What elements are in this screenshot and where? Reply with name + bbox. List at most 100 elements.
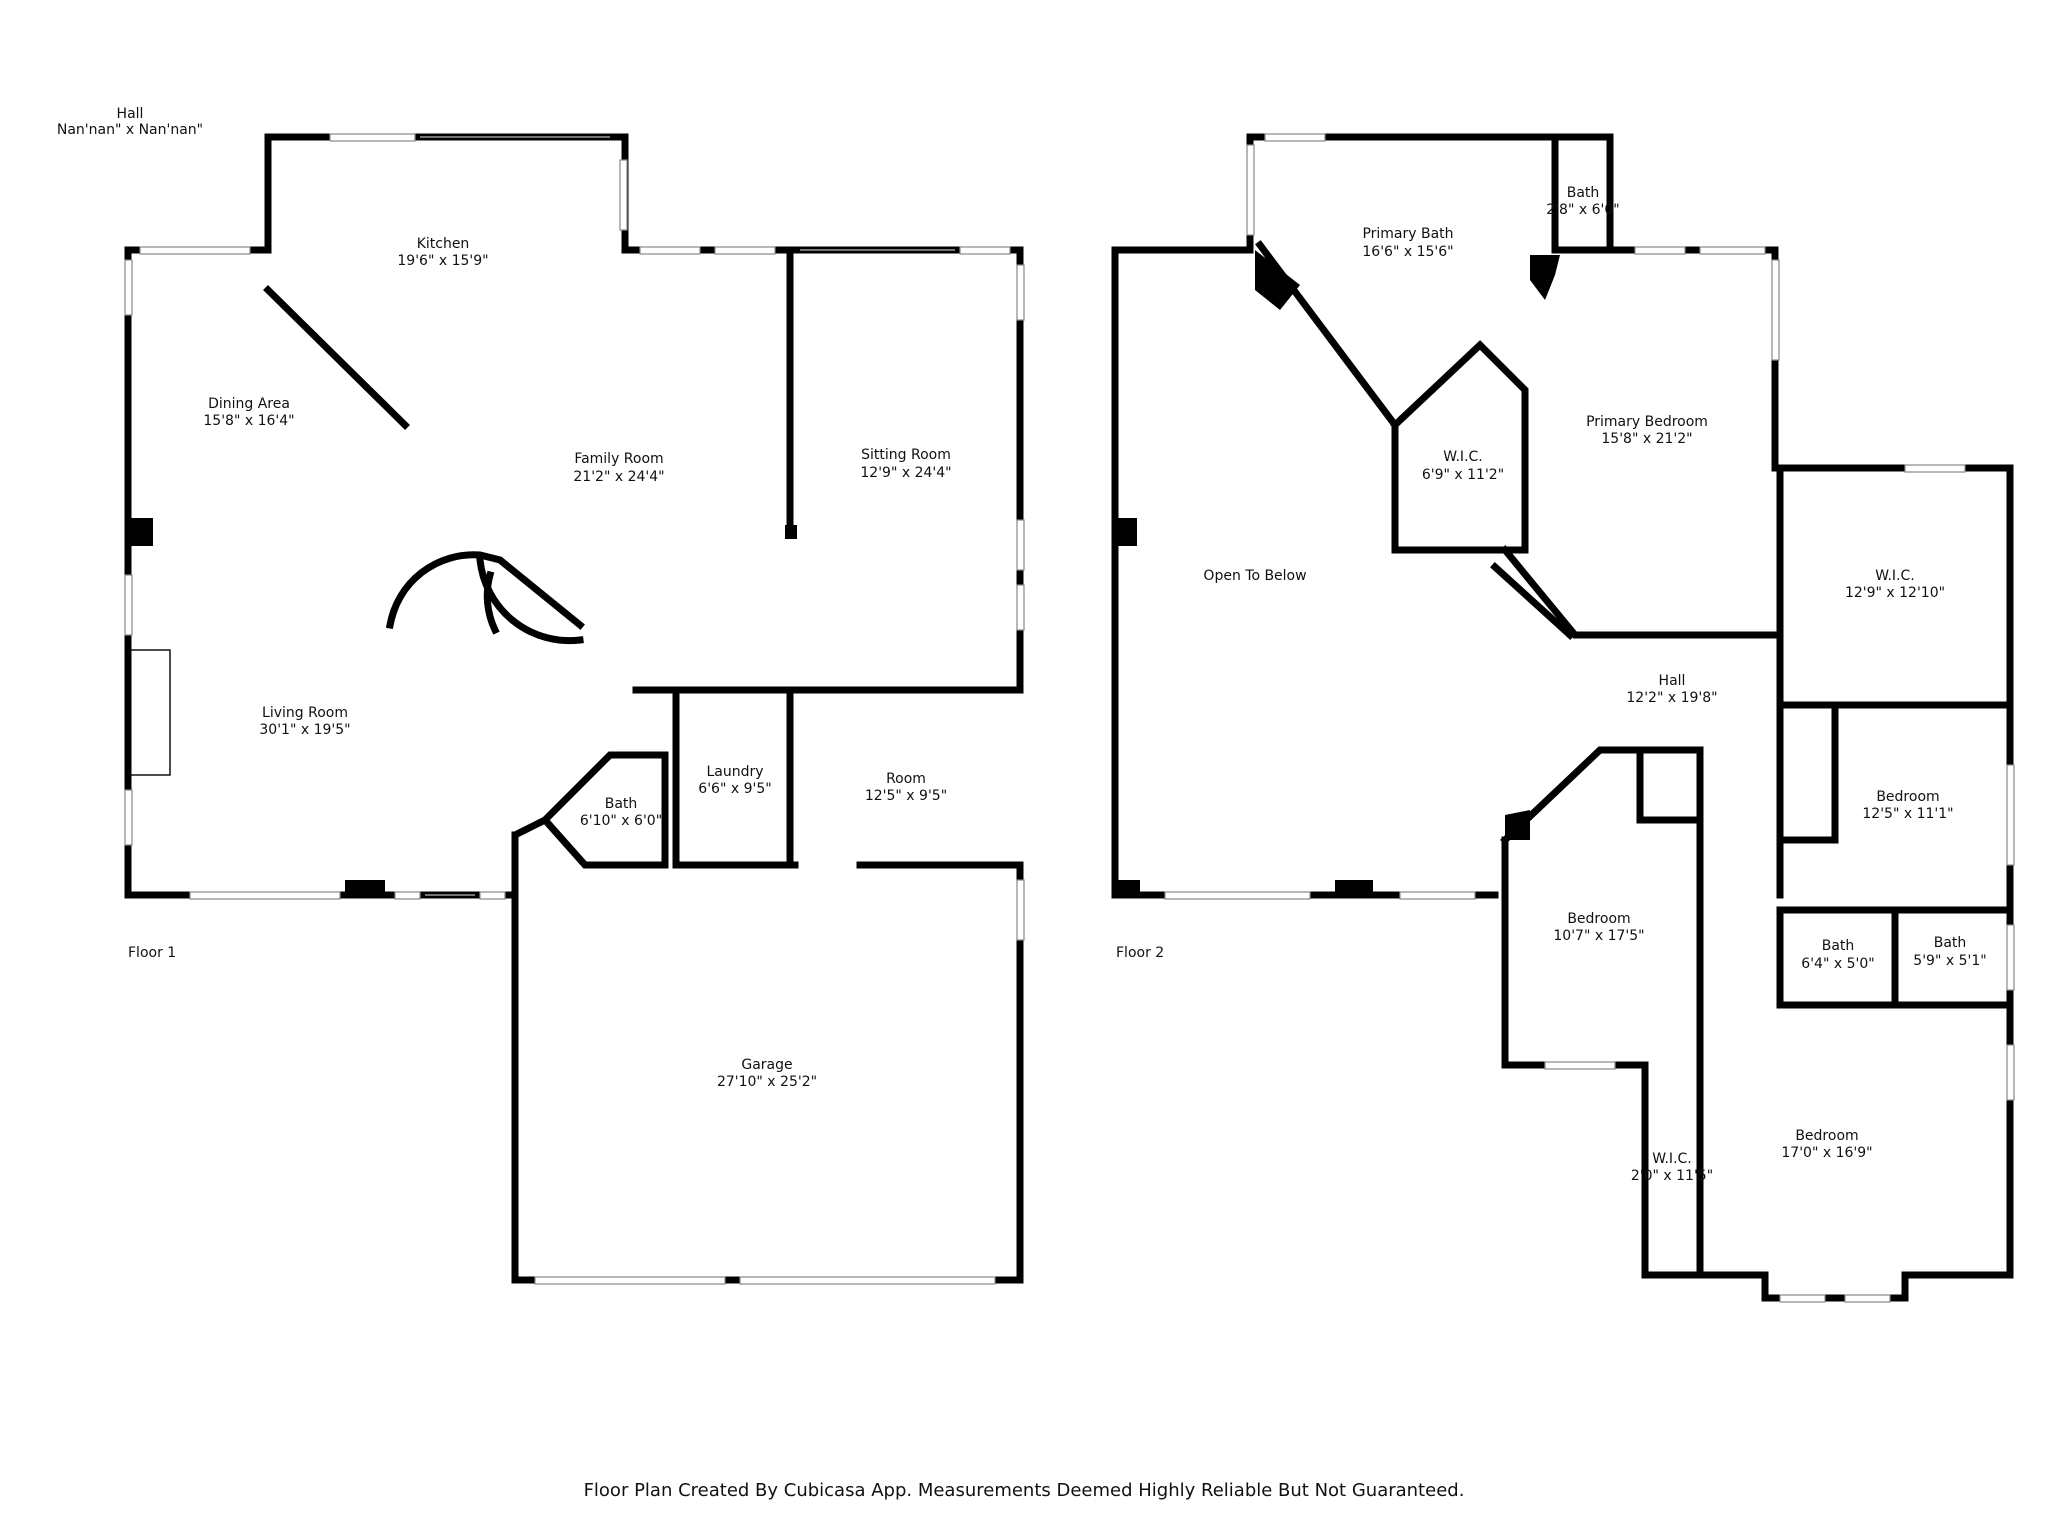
svg-text:16'6" x 15'6": 16'6" x 15'6": [1362, 244, 1453, 260]
svg-text:Garage: Garage: [741, 1057, 792, 1073]
window: [1164, 891, 1311, 900]
floor-2-outer-wall: [1111, 133, 2014, 1302]
room-label-bedroom-east: Bedroom 12'5" x 11'1": [1862, 789, 1953, 822]
floor-1-plan: [124, 133, 1025, 1285]
wall-chamfer: [1255, 250, 1300, 310]
window: [1634, 246, 1686, 255]
floor-2-label: Floor 2: [1116, 945, 1164, 961]
wall-column-2: [345, 880, 385, 898]
window: [534, 1276, 726, 1285]
room-label-wic-large: W.I.C. 12'9" x 12'10": [1845, 568, 1945, 601]
svg-text:Kitchen: Kitchen: [417, 236, 470, 252]
window: [619, 159, 628, 231]
bedroom-2-wall: [1500, 746, 1704, 1069]
svg-text:15'8" x 16'4": 15'8" x 16'4": [203, 413, 294, 429]
svg-text:Bath: Bath: [1822, 938, 1855, 954]
svg-text:Bedroom: Bedroom: [1876, 789, 1939, 805]
room-label-hall-floor-2: Hall 12'2" x 19'8": [1626, 673, 1717, 706]
window: [959, 246, 1011, 255]
floor-1-label: Floor 1: [128, 945, 176, 961]
svg-text:2'8" x 6'0": 2'8" x 6'0": [1546, 202, 1619, 218]
svg-text:Nan'nan" x Nan'nan": Nan'nan" x Nan'nan": [57, 122, 203, 138]
window: [1904, 464, 1966, 473]
svg-text:Open To Below: Open To Below: [1203, 568, 1306, 584]
room-label-wic-small: W.I.C. 2'0" x 11'5": [1631, 1151, 1713, 1184]
window: [139, 246, 251, 255]
stair-enclosure-wall-2: [385, 551, 585, 630]
window: [1016, 584, 1025, 631]
svg-text:19'6" x 15'9": 19'6" x 15'9": [397, 253, 488, 269]
window: [2006, 764, 2015, 866]
svg-text:17'0" x 16'9": 17'0" x 16'9": [1781, 1145, 1872, 1161]
wall-chamfer-2: [1530, 255, 1560, 300]
svg-text:10'7" x 17'5": 10'7" x 17'5": [1553, 928, 1644, 944]
window: [1771, 259, 1780, 361]
svg-text:6'4" x 5'0": 6'4" x 5'0": [1801, 956, 1874, 972]
window: [394, 891, 421, 900]
floor-2-plan: [1111, 133, 2015, 1303]
window: [2006, 924, 2015, 991]
room-label-garage: Garage 27'10" x 25'2": [717, 1057, 817, 1090]
svg-text:5'9" x 5'1": 5'9" x 5'1": [1913, 953, 1986, 969]
wall-chamfer-3: [1505, 810, 1530, 840]
sitting-room-post: [785, 525, 797, 539]
stair-enclosure-wall-3: [1490, 562, 1575, 640]
svg-text:Primary Bedroom: Primary Bedroom: [1586, 414, 1708, 430]
room-label-dining-area: Dining Area 15'8" x 16'4": [203, 396, 294, 429]
window: [479, 891, 506, 900]
room-label-bedroom-south: Bedroom 17'0" x 16'9": [1781, 1128, 1872, 1161]
svg-text:30'1" x 19'5": 30'1" x 19'5": [259, 722, 350, 738]
svg-text:W.I.C.: W.I.C.: [1652, 1151, 1692, 1167]
svg-text:12'9" x 24'4": 12'9" x 24'4": [860, 465, 951, 481]
window: [1246, 144, 1255, 236]
svg-text:6'6" x 9'5": 6'6" x 9'5": [698, 781, 771, 797]
window: [1699, 246, 1766, 255]
bath-closet-wall: [1551, 136, 1614, 254]
wic-wall: [1641, 986, 1704, 1279]
svg-text:2'0" x 11'5": 2'0" x 11'5": [1631, 1168, 1713, 1184]
svg-text:Sitting Room: Sitting Room: [861, 447, 951, 463]
bedroom-wall: [1776, 906, 2014, 1009]
room-label-family-room: Family Room 21'2" x 24'4": [573, 451, 664, 485]
svg-text:Bath: Bath: [1934, 935, 1967, 951]
room-label-bath-a: Bath 6'4" x 5'0": [1801, 938, 1874, 972]
svg-text:Hall: Hall: [117, 106, 144, 122]
window: [639, 246, 701, 255]
svg-text:Bedroom: Bedroom: [1567, 911, 1630, 927]
room-label-primary-bedroom: Primary Bedroom 15'8" x 21'2": [1586, 414, 1708, 447]
svg-text:Bath: Bath: [1567, 185, 1600, 201]
room-label-bath-small: Bath 2'8" x 6'0": [1546, 185, 1619, 218]
svg-text:Family Room: Family Room: [574, 451, 663, 467]
hall-wall: [1500, 464, 2014, 899]
window: [1844, 1294, 1891, 1303]
window: [124, 574, 133, 636]
window: [1544, 1061, 1616, 1070]
window: [739, 1276, 996, 1285]
svg-text:W.I.C.: W.I.C.: [1875, 568, 1915, 584]
stair-enclosure-wall: [476, 556, 584, 645]
wall-column-5: [1115, 880, 1140, 898]
room-label-kitchen: Kitchen 19'6" x 15'9": [397, 236, 488, 269]
window: [189, 891, 341, 900]
wall-column-3: [1115, 518, 1137, 546]
window: [124, 259, 133, 316]
svg-text:21'2" x 24'4": 21'2" x 24'4": [573, 469, 664, 485]
room-label-room: Room 12'5" x 9'5": [865, 771, 947, 804]
room-label-open-to-below: Open To Below: [1203, 568, 1306, 584]
room-label-hall: Hall Nan'nan" x Nan'nan": [57, 106, 203, 138]
wall-column-4: [1335, 880, 1373, 898]
window: [1264, 133, 1326, 142]
window: [714, 246, 776, 255]
room-label-sitting-room: Sitting Room 12'9" x 24'4": [860, 447, 951, 481]
svg-text:Laundry: Laundry: [706, 764, 763, 780]
floor-1-labels: Hall Nan'nan" x Nan'nan" Kitchen 19'6" x…: [57, 106, 952, 1090]
window: [1016, 879, 1025, 941]
wall-column: [128, 518, 153, 546]
svg-text:15'8" x 21'2": 15'8" x 21'2": [1601, 431, 1692, 447]
svg-text:12'2" x 19'8": 12'2" x 19'8": [1626, 690, 1717, 706]
window: [1399, 891, 1476, 900]
room-label-bath: Bath 6'10" x 6'0": [580, 796, 662, 829]
room-label-bedroom-west: Bedroom 10'7" x 17'5": [1553, 911, 1644, 944]
window: [2006, 1044, 2015, 1101]
window: [329, 133, 416, 142]
